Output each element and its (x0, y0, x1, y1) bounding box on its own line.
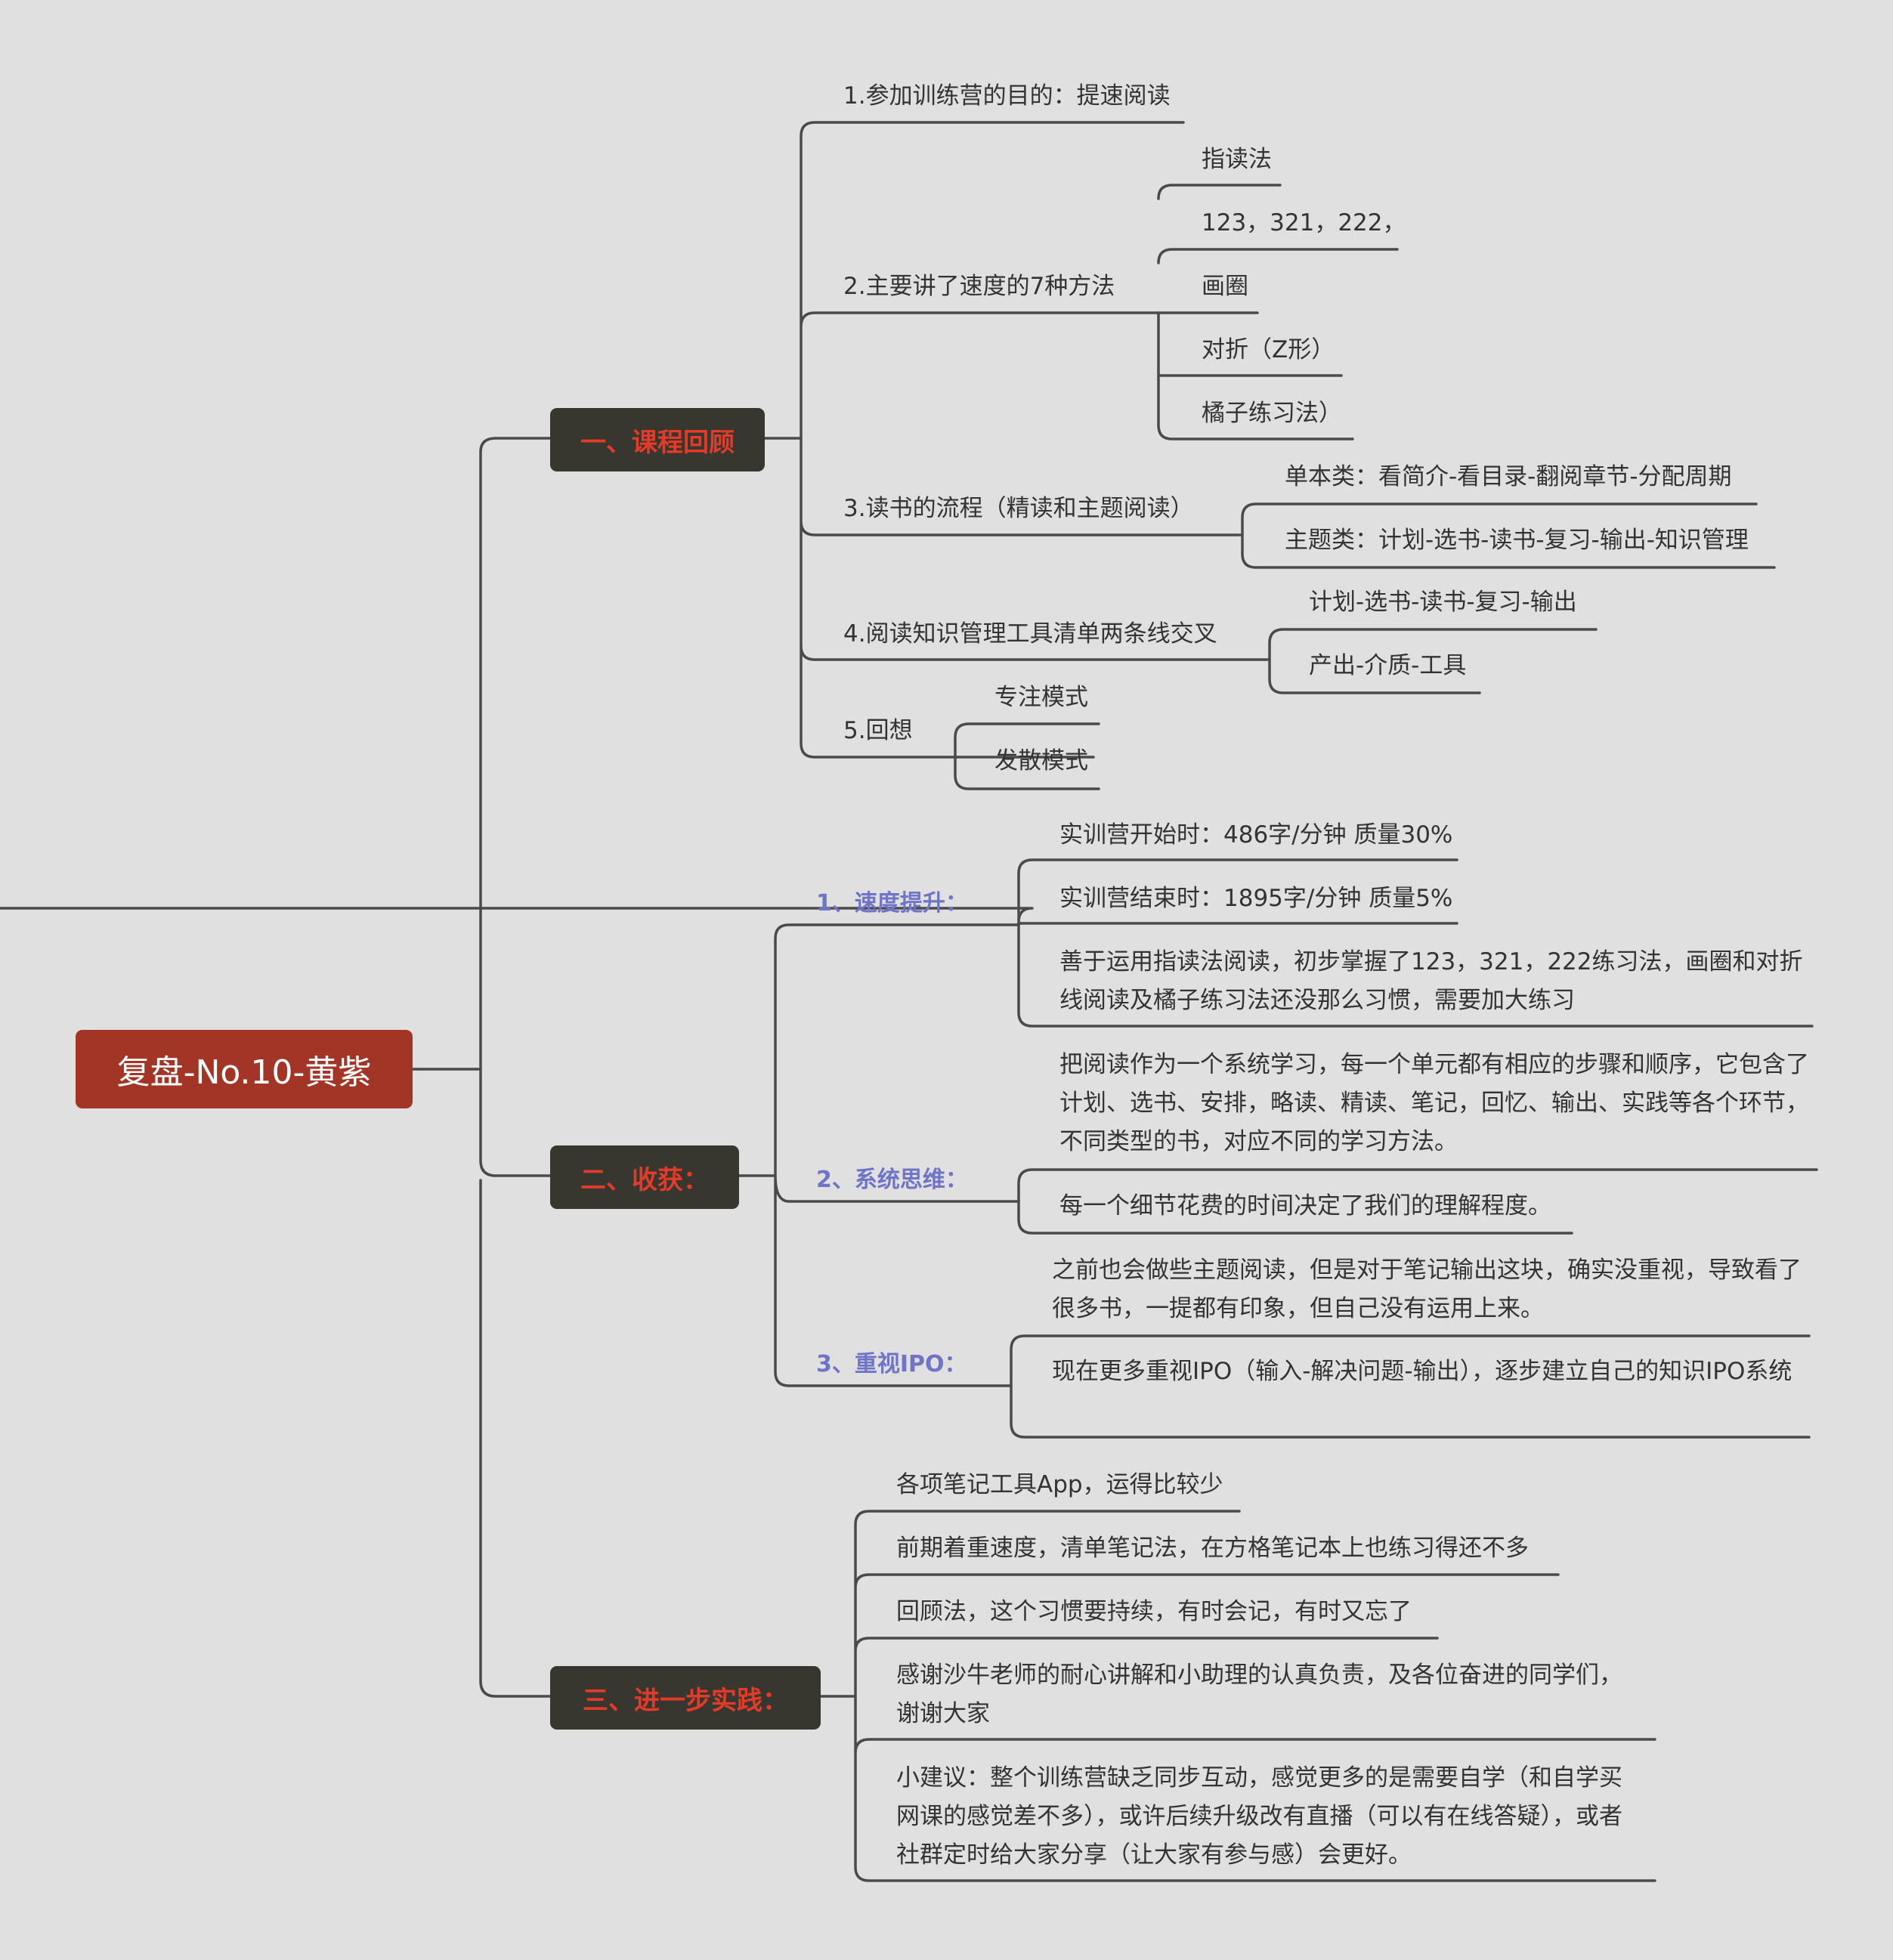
b1-item-1[interactable]: 1.参加训练营的目的：提速阅读 (843, 82, 1171, 110)
b1-item-3[interactable]: 3.读书的流程（精读和主题阅读） (843, 495, 1194, 522)
branch2-trunk (774, 923, 1020, 1387)
branch-gains[interactable]: 二、收获： (550, 1145, 739, 1209)
b3-item-1[interactable]: 各项笔记工具App，运得比较少 (896, 1471, 1223, 1498)
b2-item-2-child-1[interactable]: 把阅读作为一个系统学习，每一个单元都有相应的步骤和顺序，它包含了计划、选书、安排… (1059, 1051, 1809, 1155)
root-node[interactable]: 复盘-No.10-黄紫 (76, 1030, 413, 1108)
root-trunk (479, 437, 552, 1698)
b2-item-3-child-1[interactable]: 之前也会做些主题阅读，但是对于笔记输出这块，确实没重视，导致看了很多书，一提都有… (1052, 1257, 1802, 1322)
b2-item2-children (1017, 1168, 1818, 1235)
b1-item3-children (1241, 502, 1776, 569)
b3-item-2[interactable]: 前期着重速度，清单笔记法，在方格笔记本上也练习得还不多 (896, 1535, 1529, 1562)
b3-item-5[interactable]: 小建议：整个训练营缺乏同步互动，感觉更多的是需要自学（和自学买网课的感觉差不多）… (896, 1764, 1622, 1869)
b1-item-2-child-1[interactable]: 指读法 (1202, 146, 1272, 173)
b3-item-3[interactable]: 回顾法，这个习惯要持续，有时会记，有时又忘了 (896, 1598, 1412, 1625)
branch-course-review-label: 一、课程回顾 (580, 427, 735, 458)
branch1-trunk (800, 121, 1271, 759)
b1-item-2-child-3[interactable]: 画圈 (1202, 273, 1248, 300)
branch-further-practice-label: 三、进一步实践： (583, 1685, 788, 1716)
b2-item-2[interactable]: 2、系统思维： (816, 1167, 968, 1193)
b1-item5-children (954, 722, 1100, 790)
b1-item-4[interactable]: 4.阅读知识管理工具清单两条线交叉 (843, 620, 1217, 648)
b2-item-3[interactable]: 3、重视IPO： (816, 1351, 967, 1377)
b1-item-5-child-2[interactable]: 发散模式 (994, 747, 1088, 774)
b1-item-2-child-5[interactable]: 橘子练习法） (1202, 400, 1342, 427)
b2-item3-children (1010, 1334, 1811, 1439)
b1-item-2[interactable]: 2.主要讲了速度的7种方法 (843, 273, 1115, 300)
branch-further-practice[interactable]: 三、进一步实践： (550, 1666, 821, 1730)
b1-item4-children (1268, 628, 1598, 694)
branch-course-review[interactable]: 一、课程回顾 (550, 408, 765, 471)
b3-item-4[interactable]: 感谢沙牛老师的耐心讲解和小助理的认真负责，及各位奋进的同学们，谢谢大家 (896, 1662, 1622, 1727)
b2-item1-children (0, 858, 1814, 1028)
b2-item-1-child-2[interactable]: 实训营结束时：1895字/分钟 质量5% (1059, 885, 1453, 912)
b2-item-1-child-1[interactable]: 实训营开始时：486字/分钟 质量30% (1059, 821, 1453, 849)
b1-item-3-child-2[interactable]: 主题类：计划-选书-读书-复习-输出-知识管理 (1285, 527, 1749, 554)
b1-item-4-child-1[interactable]: 计划-选书-读书-复习-输出 (1309, 589, 1577, 616)
b1-item2-children (1157, 184, 1399, 441)
b1-item-5[interactable]: 5.回想 (843, 717, 913, 744)
b2-item-1[interactable]: 1、速度提升： (816, 890, 968, 917)
b1-item-4-child-2[interactable]: 产出-介质-工具 (1309, 652, 1467, 679)
b1-item-5-child-1[interactable]: 专注模式 (994, 684, 1088, 711)
b2-item-1-child-3[interactable]: 善于运用指读法阅读，初步掌握了123，321，222练习法，画圈和对折线阅读及橘… (1059, 948, 1803, 1014)
b1-item-2-child-2[interactable]: 123，321，222， (1202, 209, 1406, 236)
b2-item-2-child-2[interactable]: 每一个细节花费的时间决定了我们的理解程度。 (1059, 1192, 1551, 1220)
b2-item-3-child-2[interactable]: 现在更多重视IPO（输入-解决问题-输出），逐步建立自己的知识IPO系统 (1052, 1358, 1792, 1385)
branch3-trunk (854, 1510, 1656, 1882)
root-label: 复盘-No.10-黄紫 (116, 1053, 372, 1092)
b1-item-2-child-4[interactable]: 对折（Z形） (1202, 336, 1335, 363)
branch-gains-label: 二、收获： (580, 1164, 709, 1195)
b1-item-3-child-1[interactable]: 单本类：看简介-看目录-翻阅章节-分配周期 (1285, 463, 1732, 490)
